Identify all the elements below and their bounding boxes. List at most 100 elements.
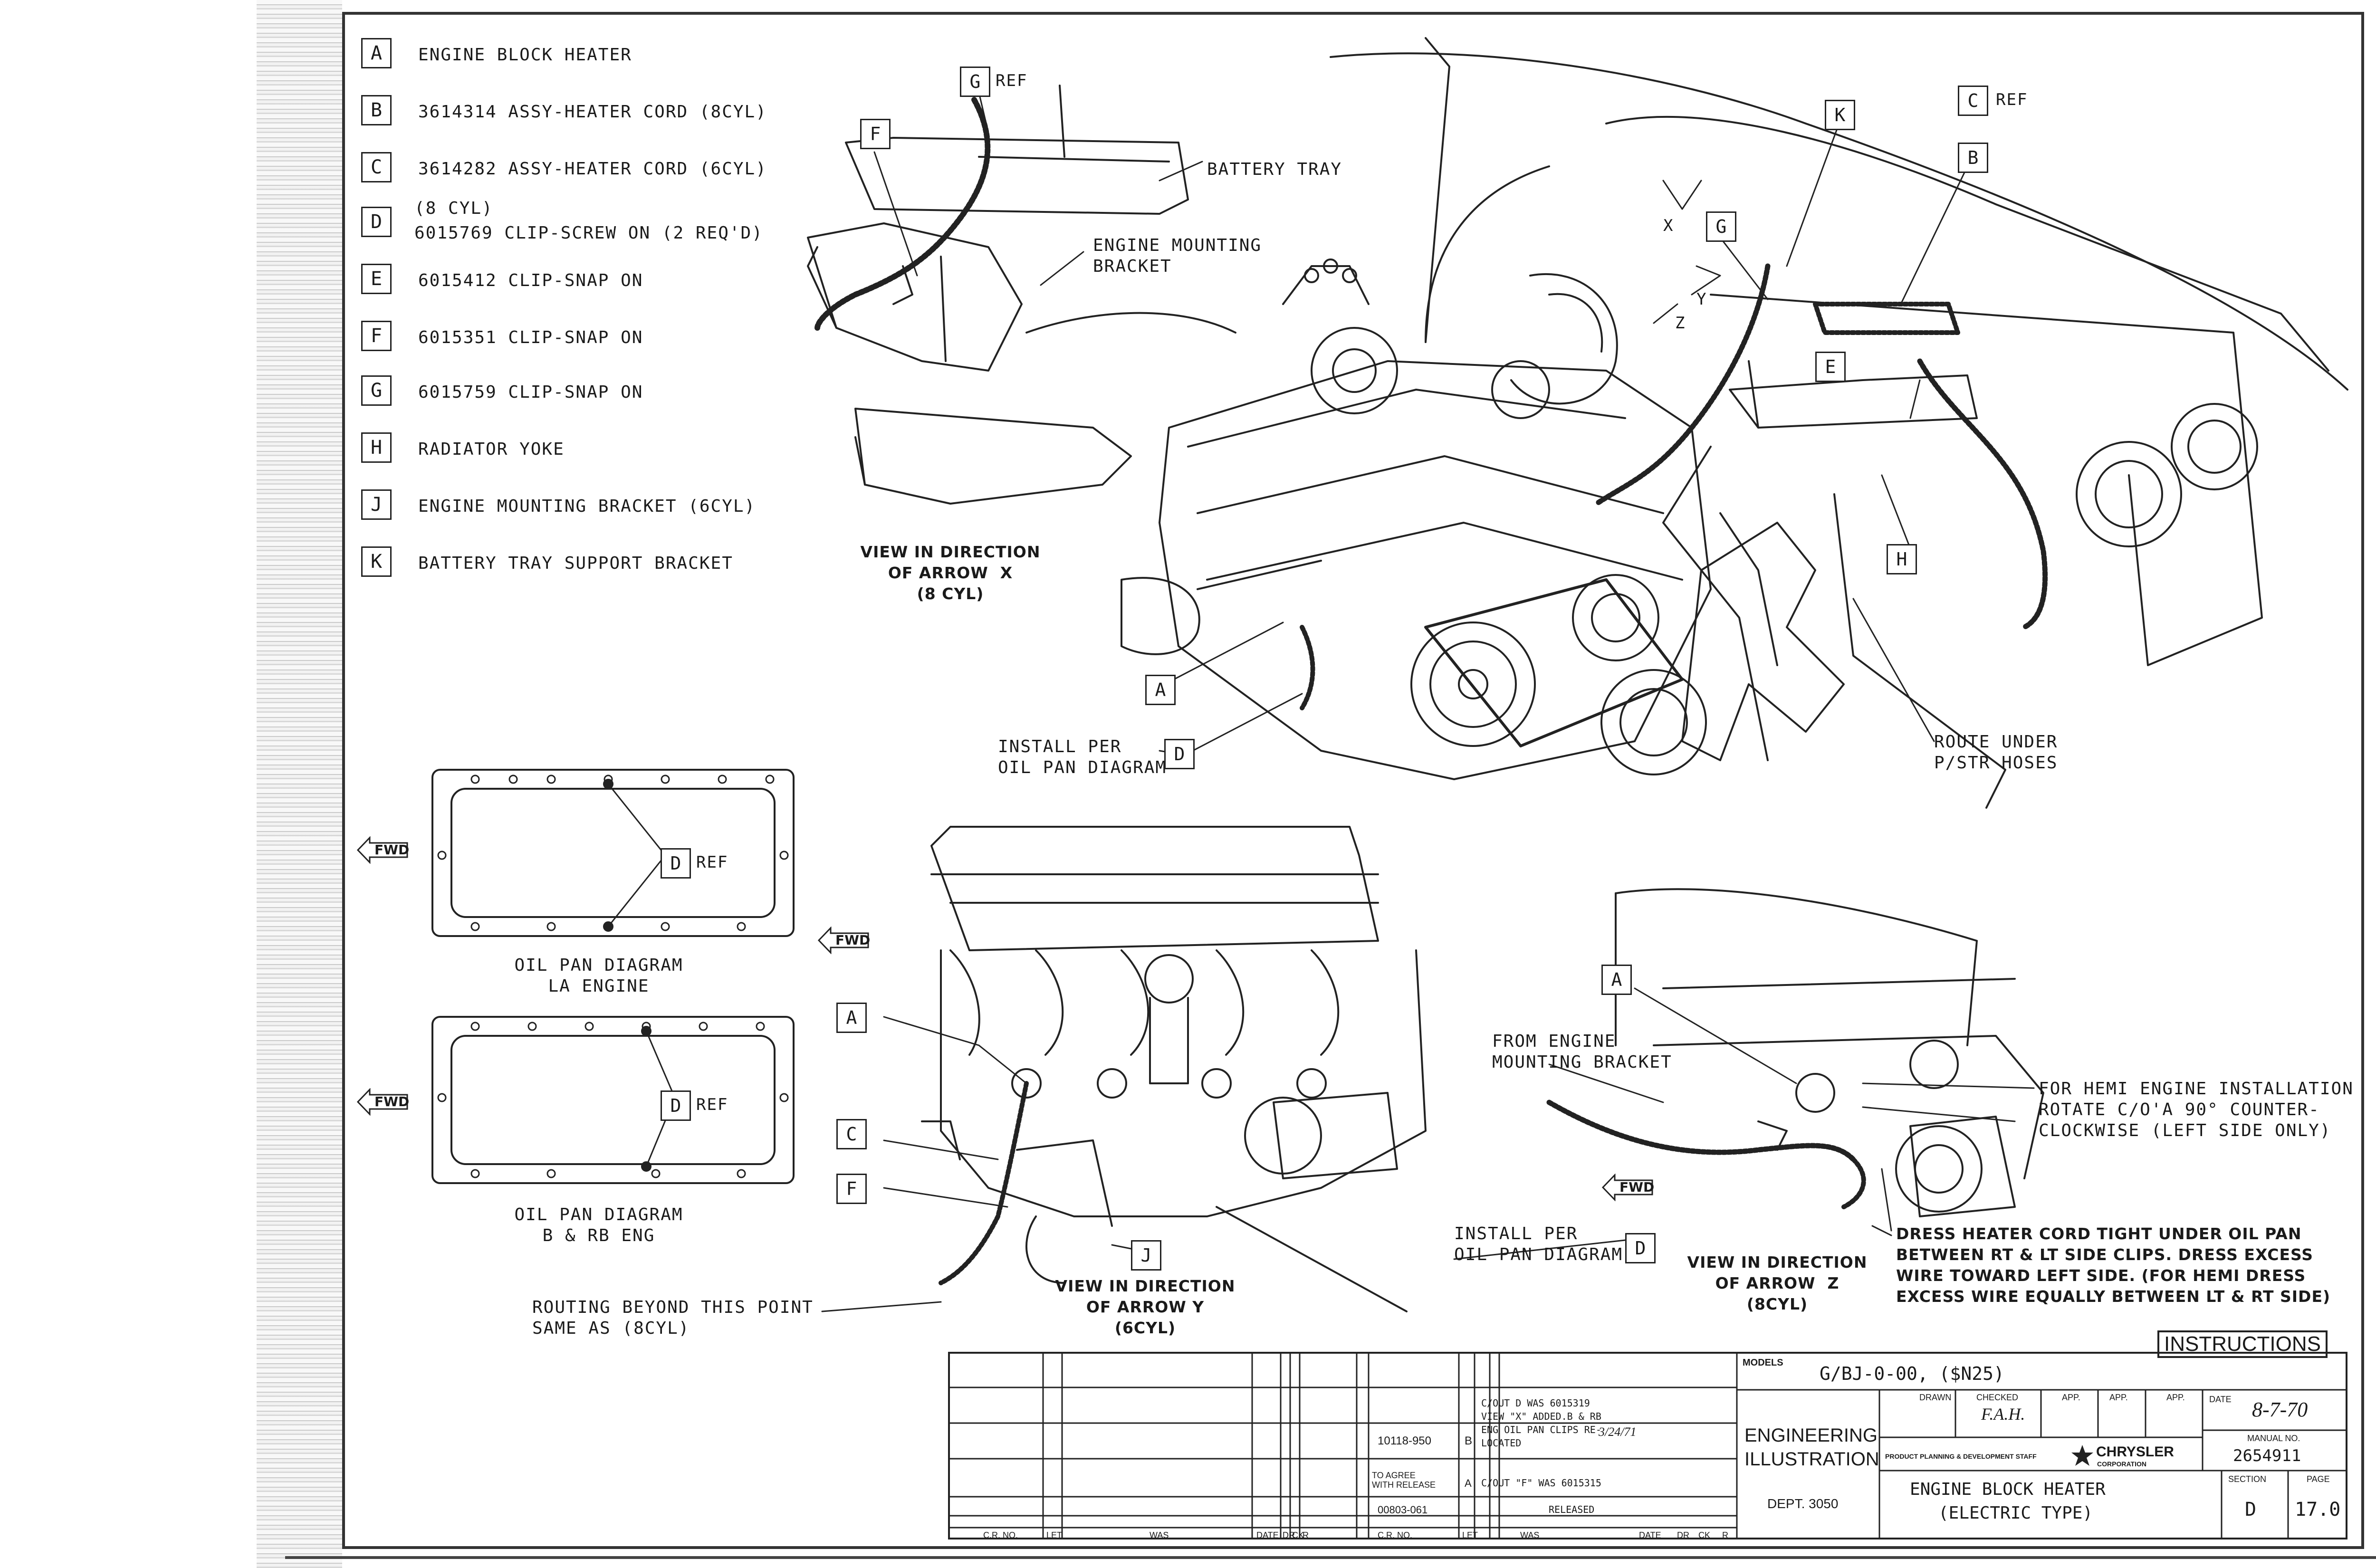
page-label: PAGE (2307, 1474, 2330, 1484)
oil-pan-b-caption: OIL PAN DIAGRAM B & RB ENG (514, 1205, 683, 1245)
legend-subtext: (8 CYL) (414, 199, 493, 218)
col-r-header-2: R (1722, 1530, 1728, 1540)
checked-label: CHECKED (1976, 1393, 2019, 1402)
pentastar-icon (2071, 1445, 2093, 1466)
manual-value: 2654911 (2233, 1446, 2301, 1465)
title-block-grid (948, 1352, 2347, 1539)
main-engine-illustration (1121, 37, 2348, 809)
rev2-cr: TO AGREE WITH RELEASE (1372, 1471, 1436, 1490)
callout-e: E (1815, 352, 1846, 382)
legend-key: H (361, 432, 392, 463)
rev1-cr: 10118-950 (1378, 1434, 1431, 1447)
manual-label: MANUAL NO. (2247, 1434, 2300, 1443)
company-name: CHRYSLER (2096, 1444, 2174, 1460)
legend-key: F (361, 321, 392, 351)
drawing-frame (342, 12, 2364, 1549)
fwd-label: FWD (1619, 1179, 1655, 1195)
fwd-label: FWD (835, 932, 871, 948)
oil-pan-diagram-b (431, 1016, 795, 1184)
rev1-was: C/OUT D WAS 6015319 VIEW "X" ADDED.B & R… (1481, 1397, 1601, 1449)
callout-a-z: A (1601, 965, 1632, 995)
legend-key: J (361, 489, 392, 520)
fwd-arrow-icon (356, 1088, 408, 1116)
col-dr-header: DR (1283, 1530, 1295, 1540)
date-label: DATE (2209, 1395, 2232, 1404)
note-engine-mounting-bracket: ENGINE MOUNTING BRACKET (1093, 236, 1262, 276)
callout-k: K (1825, 100, 1855, 130)
fwd-label: FWD (374, 1094, 410, 1109)
col-ck-header: CK (1292, 1530, 1304, 1540)
view-y-caption: VIEW IN DIRECTION OF ARROW Y (6CYL) (1055, 1277, 1236, 1337)
col-date-header-2: DATE (1639, 1530, 1661, 1540)
rev2-was: C/OUT "F" WAS 6015315 (1481, 1477, 1601, 1489)
fwd-arrow-3: FWD (356, 1088, 409, 1116)
ref-label: REF (696, 1095, 728, 1114)
legend-text: 3614314 ASSY-HEATER CORD (8CYL) (418, 102, 767, 122)
view-z-caption: VIEW IN DIRECTION OF ARROW Z (8CYL) (1687, 1253, 1868, 1313)
arrow-z-label: Z (1675, 314, 1686, 333)
section-value: D (2245, 1499, 2257, 1520)
section-label: SECTION (2228, 1474, 2267, 1484)
callout-d-z: D (1625, 1233, 1656, 1263)
legend-text: 6015769 CLIP-SCREW ON (2 REQ'D) (414, 223, 763, 243)
legend-key: A (361, 38, 392, 68)
legend-text: RADIATOR YOKE (418, 440, 565, 459)
callout-g: G (1706, 211, 1736, 242)
fwd-arrow-icon (817, 926, 869, 955)
legend-text: 6015412 CLIP-SNAP ON (418, 271, 643, 290)
note-battery-tray: BATTERY TRAY (1207, 160, 1342, 179)
callout-g-ref: G (960, 67, 990, 97)
models-value: G/BJ-0-00, ($N25) (1820, 1363, 2004, 1384)
rev1-let: B (1465, 1434, 1473, 1447)
oil-pan-diagram-la (431, 769, 795, 937)
callout-a-y: A (836, 1003, 867, 1033)
fwd-arrow-2: FWD (817, 926, 871, 955)
org-line-2: ILLUSTRATION (1744, 1449, 1879, 1470)
callout-a-top: A (1145, 675, 1176, 705)
col-was-header: WAS (1150, 1530, 1169, 1540)
view-z-illustration (1546, 888, 2044, 1217)
app-label-1: APP. (2062, 1393, 2080, 1402)
rev3-cr: 00803-061 (1378, 1504, 1428, 1516)
legend-text: ENGINE BLOCK HEATER (418, 45, 632, 65)
ref-label: REF (696, 853, 728, 872)
rev1-date: 3/24/71 (1599, 1425, 1637, 1439)
fwd-label: FWD (374, 842, 410, 858)
checked-value: F.A.H. (1981, 1405, 2025, 1424)
col-ck-header-2: CK (1698, 1530, 1711, 1540)
app-label-3: APP. (2166, 1393, 2185, 1402)
org-line-1: ENGINEERING (1744, 1425, 1878, 1446)
col-cr-header-2: C.R. NO. (1378, 1530, 1413, 1540)
fwd-arrow-4: FWD (1601, 1173, 1655, 1202)
note-install-per-oil-pan-1: INSTALL PER OIL PAN DIAGRAM (998, 737, 1167, 777)
col-let-header: LET (1046, 1530, 1063, 1540)
legend-key: K (361, 546, 392, 577)
oil-pan-la-caption: OIL PAN DIAGRAM LA ENGINE (514, 956, 683, 996)
sheet-bottom-edge (285, 1556, 2376, 1559)
view-x-caption: VIEW IN DIRECTION OF ARROW X (8 CYL) (860, 543, 1041, 603)
ref-label: REF (1996, 90, 2028, 109)
title-block: C.R. NO. LET WAS DATE DR CK R C.R. NO. L… (948, 1352, 2347, 1540)
legend-key: D (361, 207, 392, 237)
callout-d-ref-la: D (661, 848, 691, 879)
date-value: 8-7-70 (2252, 1398, 2308, 1421)
legend-text: 6015351 CLIP-SNAP ON (418, 328, 643, 347)
page-value: 17.0 (2295, 1499, 2341, 1520)
arrow-x-label: X (1663, 216, 1674, 235)
note-from-engine-mounting-bracket: FROM ENGINE MOUNTING BRACKET (1492, 1032, 1672, 1072)
callout-f: F (860, 119, 891, 149)
note-hemi-installation: FOR HEMI ENGINE INSTALLATION ROTATE C/O'… (2039, 1079, 2354, 1140)
drawing-title-line-1: ENGINE BLOCK HEATER (1910, 1480, 2106, 1499)
callout-j: J (1131, 1240, 1161, 1271)
drawn-label: DRAWN (1919, 1393, 1952, 1402)
staff-label: PRODUCT PLANNING & DEVELOPMENT STAFF (1885, 1453, 2037, 1460)
col-cr-header: C.R. NO. (983, 1530, 1018, 1540)
col-dr-header-2: DR (1677, 1530, 1689, 1540)
callout-b: B (1958, 143, 1988, 173)
legend-text: BATTERY TRAY SUPPORT BRACKET (418, 554, 733, 573)
legend-text: 3614282 ASSY-HEATER CORD (6CYL) (418, 159, 767, 179)
fwd-arrow-icon (1601, 1173, 1653, 1202)
rev3-was: RELEASED (1549, 1504, 1595, 1515)
